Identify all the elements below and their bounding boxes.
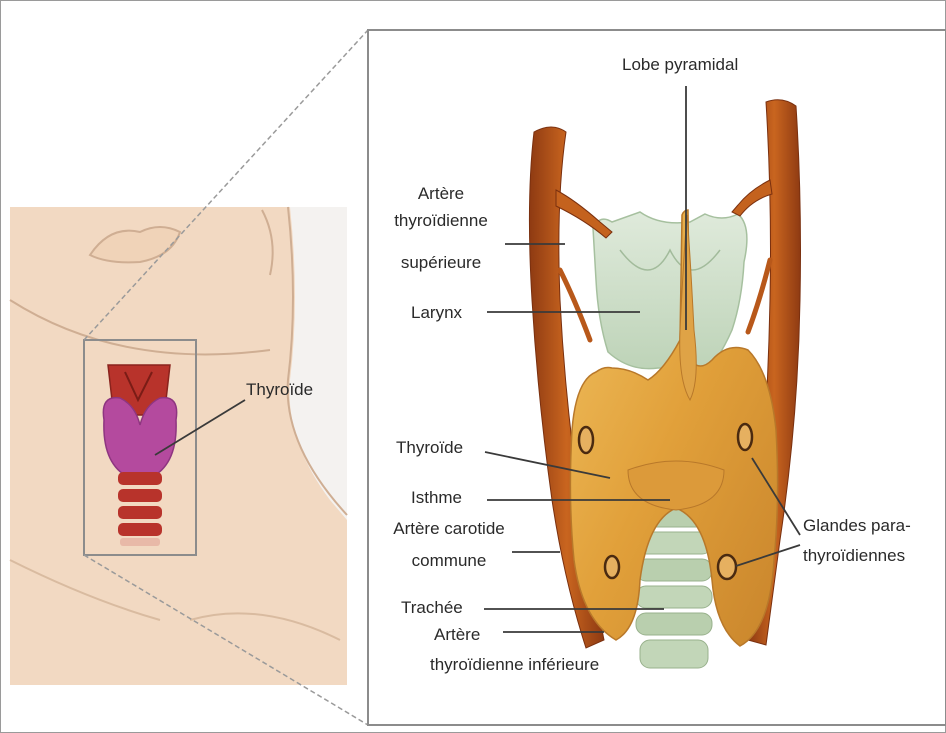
parathyroid-label-line2: thyroïdiennes [803,546,905,565]
parathyroid-upper-left [579,427,593,453]
trachea-label: Trachée [401,598,463,617]
carotid-label-line1: Artère carotide [393,519,505,538]
isthmus-label: Isthme [411,488,462,507]
parathyroid-lower-right [718,555,736,579]
inferior-artery-label-line2: thyroïdienne inférieure [430,655,599,674]
superior-artery-label-line1: Artère [418,184,464,203]
inferior-artery-label-line1: Artère [434,625,480,644]
overview-panel: Thyroïde [10,207,347,685]
thyroid-label: Thyroïde [396,438,463,457]
superior-artery-label-line3: supérieure [401,253,481,272]
lobe-pyramidal-label: Lobe pyramidal [622,55,738,74]
carotid-label-line2: commune [412,551,487,570]
parathyroid-label-line1: Glandes para- [803,516,911,535]
parathyroid-lower-left [605,556,619,578]
larynx-label: Larynx [411,303,463,322]
overview-trachea [118,472,162,546]
detail-panel: Lobe pyramidal Artère thyroïdienne supér… [368,30,946,725]
superior-artery-label-line2: thyroïdienne [394,211,488,230]
parathyroid-upper-right [738,424,752,450]
overview-thyroid-label: Thyroïde [246,380,313,399]
